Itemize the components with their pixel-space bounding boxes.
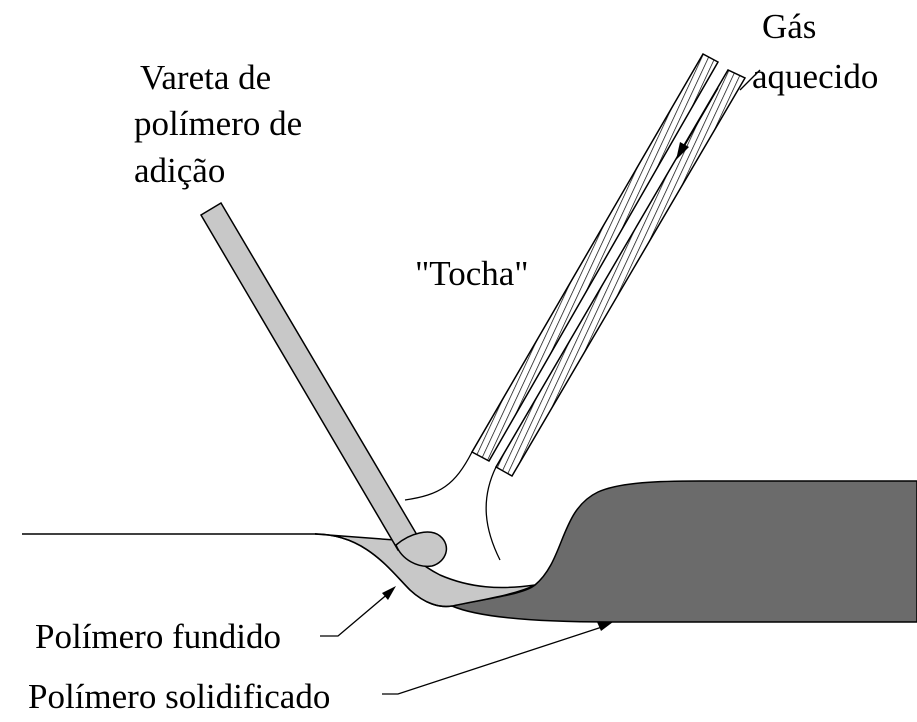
torch-wall-right <box>494 69 747 478</box>
solidified-polymer <box>449 480 917 623</box>
gas-flow-arrow-line <box>681 87 719 151</box>
gas-jet-left <box>404 451 473 501</box>
gas-jet-right <box>485 466 501 561</box>
solidified-leader-line <box>382 625 606 695</box>
gas-label-line-2: aquecido <box>752 57 878 96</box>
gas-flow-arrow-head <box>676 142 689 160</box>
solidified-polymer-label: Polímero solidificado <box>28 677 330 716</box>
gas-leader-line <box>739 69 761 91</box>
rod-label-line-3: adição <box>134 151 225 190</box>
rod-label-line-2: polímero de <box>134 104 302 143</box>
melt-bead <box>395 531 448 568</box>
melted-polymer-label: Polímero fundido <box>35 617 281 656</box>
rod-label-line-1: Vareta de <box>140 58 271 97</box>
solidified-leader-arrowhead <box>597 622 613 631</box>
filler-rod <box>199 201 422 551</box>
gas-label-line-1: Gás <box>762 7 816 46</box>
melted-leader-arrowhead <box>382 586 396 600</box>
melted-leader-line <box>320 591 391 637</box>
base-surface-line <box>22 533 453 608</box>
torch-label: "Tocha" <box>415 254 529 293</box>
torch-wall-left <box>470 52 720 463</box>
